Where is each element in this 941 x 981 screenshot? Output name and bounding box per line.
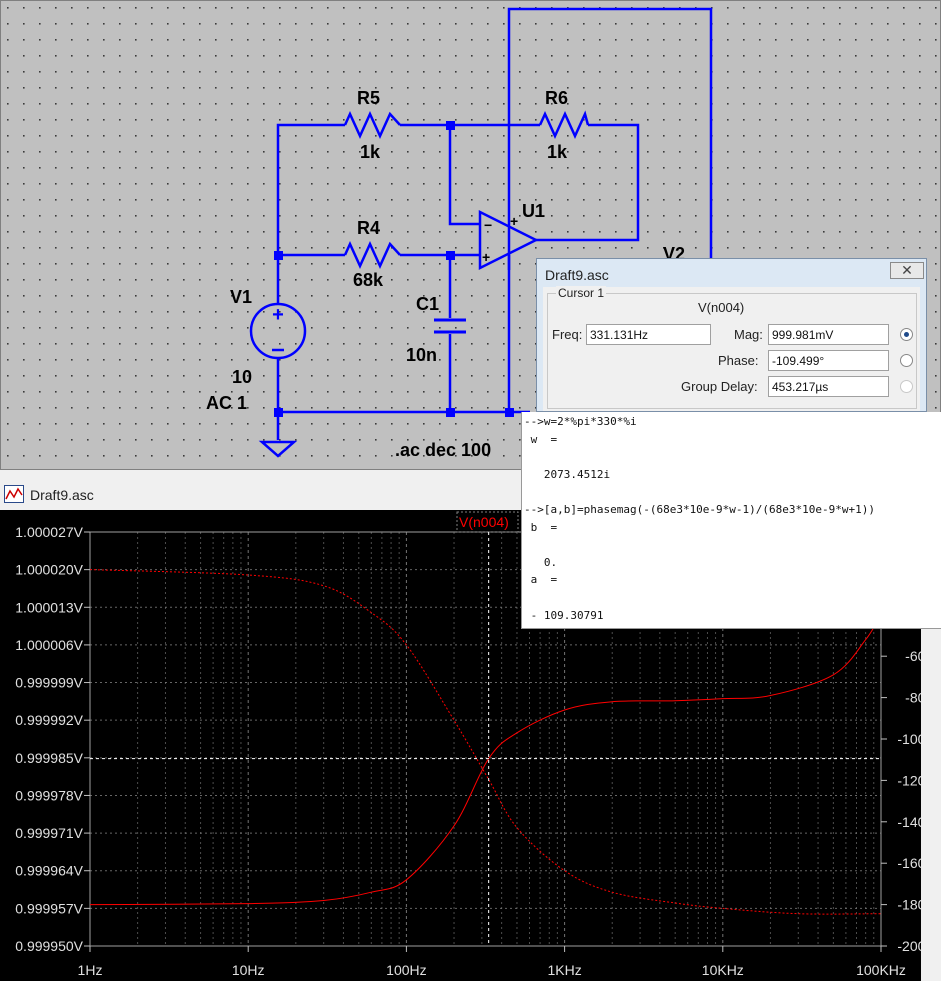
console-line: -->w=2*%pi*330*%i xyxy=(524,415,637,428)
y-tick-label: 1.000013V xyxy=(15,599,83,615)
cursor-dialog-title: Draft9.asc xyxy=(545,267,609,283)
v1-symbol: + xyxy=(249,302,307,360)
y-tick-label: 0.999950V xyxy=(15,938,83,954)
mag-radio[interactable] xyxy=(900,328,913,341)
svg-text:+: + xyxy=(272,304,284,326)
group-delay-field[interactable]: 453.217µs xyxy=(768,376,889,397)
console-line: a = xyxy=(524,573,558,587)
cursor-dialog-body: Cursor 1 V(n004) Freq: 331.131Hz Mag: 99… xyxy=(543,286,920,411)
c1-symbol xyxy=(434,318,466,334)
v1-name: V1 xyxy=(230,287,252,307)
u1-name: U1 xyxy=(522,201,545,221)
y-tick-label: 1.000027V xyxy=(15,524,83,540)
y-tick-label: 0.999992V xyxy=(15,712,83,728)
r6-value: 1k xyxy=(547,142,568,162)
y-tick-label: 0.999964V xyxy=(15,863,83,879)
x-tick-label: 10Hz xyxy=(232,962,265,978)
y-tick-label: 0.999999V xyxy=(15,675,83,691)
freq-label: Freq: xyxy=(552,327,583,342)
cursor-group-label: Cursor 1 xyxy=(556,286,607,300)
phase-radio[interactable] xyxy=(900,354,913,367)
close-button[interactable]: ✕ xyxy=(890,262,924,279)
console-line: -->[a,b]=phasemag(-(68e3*10e-9*w-1)/(68e… xyxy=(524,503,875,516)
x-tick-label: 1KHz xyxy=(547,962,581,978)
console-line: - 109.30791 xyxy=(524,608,604,622)
x-tick-label: 100KHz xyxy=(856,962,906,978)
resistor-symbols xyxy=(343,110,590,270)
y-tick-label: 0.999957V xyxy=(15,900,83,916)
y-tick-label: 0.999985V xyxy=(15,750,83,766)
r5-name: R5 xyxy=(357,88,380,108)
group-delay-radio[interactable] xyxy=(900,380,913,393)
svg-text:+: + xyxy=(510,213,518,229)
y-tick-label: 1.000020V xyxy=(15,562,83,578)
r6-name: R6 xyxy=(545,88,568,108)
scilab-console[interactable]: -->w=2*%pi*330*%i w = 2073.4512i -->[a,b]… xyxy=(521,412,941,629)
mag-field[interactable]: 999.981mV xyxy=(768,324,889,345)
schematic-canvas[interactable]: + − + + R5 1k R6 1k R4 68k U1 C1 10n V1 … xyxy=(0,0,941,470)
r6-symbol xyxy=(538,110,590,140)
ground-symbol xyxy=(258,440,298,458)
c1-name: C1 xyxy=(416,294,439,314)
freq-field[interactable]: 331.131Hz xyxy=(586,324,711,345)
x-tick-label: 10KHz xyxy=(702,962,744,978)
r4-symbol xyxy=(343,240,401,270)
sim-directive[interactable]: .ac dec 100 xyxy=(395,440,491,460)
r5-symbol xyxy=(343,110,401,140)
y-tick-label: 0.999978V xyxy=(15,787,83,803)
console-line: 0. xyxy=(524,555,558,569)
opamp-u1-symbol: − + + xyxy=(478,209,539,271)
v1-value: 10 xyxy=(232,367,252,387)
waveform-icon xyxy=(4,485,24,503)
cursor-dialog: Draft9.asc ✕ Cursor 1 V(n004) Freq: 331.… xyxy=(536,258,927,412)
y-tick-label: 1.000006V xyxy=(15,637,83,653)
x-axis-ticks: 1Hz 10Hz 100Hz 1KHz 10KHz 100KHz xyxy=(78,946,906,978)
cursor-trace-name: V(n004) xyxy=(698,300,745,315)
x-tick-label: 100Hz xyxy=(386,962,426,978)
trace-curves xyxy=(89,569,882,915)
cursor-group: Cursor 1 V(n004) Freq: 331.131Hz Mag: 99… xyxy=(547,286,917,409)
c1-value: 10n xyxy=(406,345,437,365)
phase-label: Phase: xyxy=(718,353,759,368)
trace-label-box xyxy=(456,511,519,533)
cursor-crosshair[interactable] xyxy=(90,532,881,946)
phase-curve xyxy=(89,614,882,906)
plot-right-margin xyxy=(921,520,941,981)
svg-text:−: − xyxy=(484,217,492,233)
console-line: w = xyxy=(524,432,558,446)
v1-ac-value: AC 1 xyxy=(206,393,247,413)
r4-name: R4 xyxy=(357,218,380,238)
plot-window-titlebar[interactable]: Draft9.asc xyxy=(0,481,520,509)
left-axis-ticks: 1.000027V 1.000020V 1.000013V 1.000006V 0.99… xyxy=(15,524,90,954)
group-delay-label: Group Delay: xyxy=(681,379,758,394)
console-line: b = xyxy=(524,520,558,534)
plot-grid xyxy=(89,531,882,947)
junction-dots xyxy=(274,121,514,417)
y-tick-label: 0.999971V xyxy=(15,825,83,841)
r5-value: 1k xyxy=(360,142,381,162)
r4-value: 68k xyxy=(353,270,384,290)
svg-text:+: + xyxy=(482,249,490,265)
waveform-plot[interactable]: 1.000027V 1.000020V 1.000013V 1.000006V 0.99… xyxy=(0,510,941,981)
x-tick-label: 1Hz xyxy=(78,962,103,978)
magnitude-curve xyxy=(89,569,882,915)
phase-field[interactable]: -109.499° xyxy=(768,350,889,371)
console-line: 2073.4512i xyxy=(524,467,611,481)
trace-label[interactable]: V(n004) xyxy=(459,514,509,530)
plot-window-title: Draft9.asc xyxy=(30,487,94,503)
mag-label: Mag: xyxy=(734,327,763,342)
